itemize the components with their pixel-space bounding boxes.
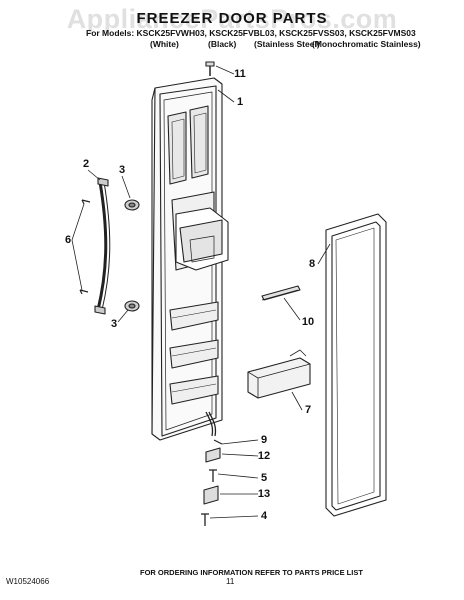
callout-3-upper: 3 <box>118 164 126 176</box>
callout-5: 5 <box>260 472 268 484</box>
door-gasket <box>325 213 387 517</box>
watermark: AppliancePartsPros.com <box>66 4 398 34</box>
callout-6: 6 <box>64 234 72 246</box>
hinge-bracket <box>203 485 219 505</box>
finish-black: (Black) <box>208 39 237 49</box>
document-id: W10524066 <box>6 577 50 586</box>
callout-13: 13 <box>257 488 271 500</box>
callout-7: 7 <box>304 404 312 416</box>
callout-3-lower: 3 <box>110 318 118 330</box>
handle-screw-upper <box>81 199 91 205</box>
callout-12: 12 <box>257 450 271 462</box>
hinge-pin <box>201 513 209 526</box>
finish-white: (White) <box>150 39 179 49</box>
page-title: FREEZER DOOR PARTS <box>136 10 328 27</box>
door-panel <box>151 77 229 441</box>
callout-8: 8 <box>308 258 316 270</box>
models-line: For Models: KSCK25FVWH03, KSCK25FVBL03, … <box>86 28 416 38</box>
hinge-cover <box>205 447 221 463</box>
handle-screw-lower <box>79 289 89 295</box>
door-bin <box>247 349 311 399</box>
door-handle <box>94 177 111 315</box>
top-screw <box>205 61 215 76</box>
callout-9: 9 <box>260 434 268 446</box>
wire-connector <box>213 439 223 445</box>
finish-monochromatic: (Monochromatic Stainless) <box>312 39 421 49</box>
finish-stainless: (Stainless Steel) <box>254 39 320 49</box>
trim-strip <box>261 285 301 301</box>
callout-1: 1 <box>236 96 244 108</box>
page-number: 11 <box>226 577 235 586</box>
callout-2: 2 <box>82 158 90 170</box>
hinge-screw <box>209 469 217 482</box>
callout-4: 4 <box>260 510 268 522</box>
callout-11: 11 <box>234 68 246 80</box>
callout-10: 10 <box>301 316 315 328</box>
ordering-note: FOR ORDERING INFORMATION REFER TO PARTS … <box>140 568 363 577</box>
